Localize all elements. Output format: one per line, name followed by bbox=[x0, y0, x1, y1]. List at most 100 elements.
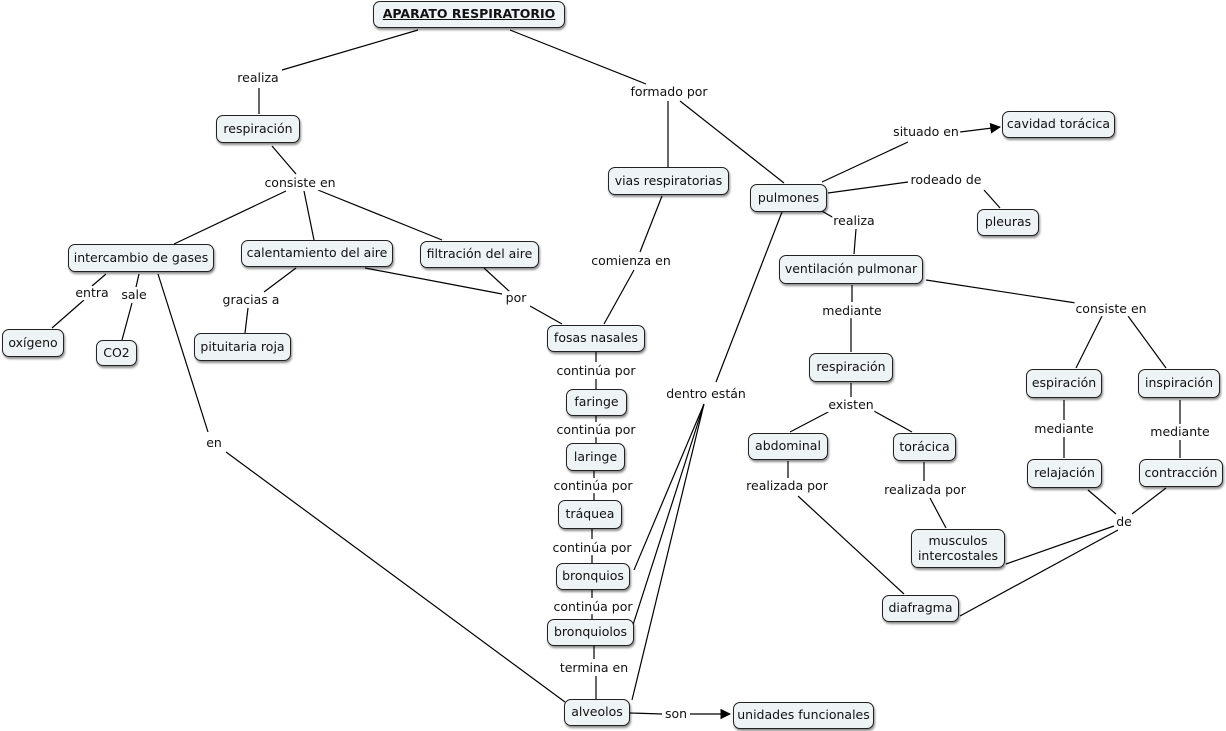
link-continua-por-1: continúa por bbox=[555, 363, 637, 379]
concept-espiracion[interactable]: espiración bbox=[1026, 369, 1102, 398]
concept-faringe[interactable]: faringe bbox=[566, 389, 627, 416]
edge-consiste2-espiracion bbox=[1075, 315, 1103, 369]
edge-consiste-calentamiento bbox=[303, 190, 315, 241]
concept-musculos-intercostales[interactable]: musculos intercostales bbox=[911, 529, 1005, 568]
link-por: por bbox=[504, 290, 528, 306]
edge-intercambio-entra bbox=[91, 273, 107, 287]
link-continua-por-2: continúa por bbox=[555, 422, 637, 438]
edge-existen-toracica bbox=[871, 409, 913, 433]
link-de: de bbox=[1115, 514, 1133, 530]
link-realiza: realiza bbox=[236, 70, 280, 86]
concept-abdominal[interactable]: abdominal bbox=[748, 433, 828, 460]
link-rodeado-de: rodeado de bbox=[909, 172, 983, 188]
link-realizada-por-2: realizada por bbox=[883, 482, 967, 498]
edge-alveolos-son bbox=[629, 712, 663, 715]
edge-intercambio-en bbox=[157, 273, 209, 433]
link-mediante-3: mediante bbox=[1149, 424, 1211, 440]
concept-bronquios[interactable]: bronquios bbox=[556, 563, 630, 590]
edge-contraccion-de bbox=[1131, 487, 1167, 515]
edge-en-alveolos bbox=[225, 451, 566, 703]
edge-intercambio-sale bbox=[135, 273, 140, 288]
edge-rodeado-pleuras bbox=[983, 189, 1001, 209]
edge-comienza-fosas bbox=[603, 269, 635, 325]
link-dentro-estan: dentro están bbox=[665, 386, 747, 402]
link-mediante: mediante bbox=[821, 303, 883, 319]
edge-gracias-pituitaria bbox=[244, 307, 249, 334]
concept-diafragma[interactable]: diafragma bbox=[882, 595, 959, 622]
concept-pleuras[interactable]: pleuras bbox=[977, 209, 1039, 236]
edge-relajacion-de bbox=[1087, 489, 1117, 515]
concept-bronquiolos[interactable]: bronquiolos bbox=[547, 619, 634, 646]
edge-formado-pulmones bbox=[679, 100, 785, 184]
link-en: en bbox=[205, 435, 223, 451]
concept-title[interactable]: APARATO RESPIRATORIO bbox=[373, 1, 565, 28]
edge-situado-cavidad bbox=[959, 122, 1002, 134]
edge-respiracion-consiste bbox=[271, 145, 297, 175]
edge-de-musculos bbox=[1005, 525, 1115, 565]
link-continua-por-5: continúa por bbox=[552, 599, 634, 615]
concept-cavidad-toracica[interactable]: cavidad torácica bbox=[1002, 111, 1115, 138]
link-continua-por-4: continúa por bbox=[551, 540, 633, 556]
edge-realizada-diafragma bbox=[797, 495, 905, 595]
link-termina-en: termina en bbox=[558, 660, 630, 676]
link-entra: entra bbox=[74, 285, 110, 301]
concept-alveolos[interactable]: alveolos bbox=[564, 699, 630, 726]
link-son: son bbox=[663, 706, 689, 722]
concept-calentamiento-del-aire[interactable]: calentamiento del aire bbox=[241, 240, 393, 267]
edge-title-formado bbox=[509, 29, 647, 85]
concept-respiracion-tipo[interactable]: respiración bbox=[809, 353, 893, 382]
edge-pulmones-dentro bbox=[715, 211, 783, 383]
edge-ventilacion-consiste2 bbox=[925, 279, 1077, 304]
edge-filtracion-por bbox=[483, 267, 511, 293]
edge-realizada-musculos bbox=[929, 497, 947, 529]
concept-intercambio-de-gases[interactable]: intercambio de gases bbox=[68, 244, 214, 272]
concept-inspiracion[interactable]: inspiración bbox=[1138, 369, 1220, 398]
edge-calentamiento-gracias bbox=[263, 267, 297, 293]
edge-vias-comienza bbox=[639, 195, 663, 253]
edge-title-realiza bbox=[281, 29, 419, 71]
edge-por-fosas bbox=[529, 305, 563, 325]
concept-contraccion[interactable]: contracción bbox=[1139, 459, 1223, 487]
edge-entra-oxigeno bbox=[51, 299, 85, 329]
link-continua-por-3: continúa por bbox=[552, 478, 634, 494]
concept-respiracion[interactable]: respiración bbox=[216, 115, 300, 143]
edge-pulmones-situado bbox=[821, 141, 909, 183]
edge-realiza-ventilacion bbox=[853, 228, 857, 255]
concept-relajacion[interactable]: relajación bbox=[1027, 459, 1102, 488]
concept-fosas-nasales[interactable]: fosas nasales bbox=[547, 325, 645, 352]
edge-consiste2-inspiracion bbox=[1127, 315, 1167, 369]
edge-calentamiento-por bbox=[364, 267, 503, 295]
edge-existen-abdominal bbox=[789, 409, 833, 433]
concept-oxigeno[interactable]: oxígeno bbox=[2, 329, 64, 357]
edge-consiste-intercambio bbox=[173, 190, 287, 245]
link-sale: sale bbox=[120, 287, 148, 303]
concept-laringe[interactable]: laringe bbox=[566, 443, 625, 471]
edge-sale-co2 bbox=[121, 302, 133, 341]
edge-pulmones-rodeado bbox=[827, 181, 909, 194]
link-realiza-pulmones: realiza bbox=[832, 213, 876, 229]
concept-unidades-funcionales[interactable]: unidades funcionales bbox=[733, 702, 874, 729]
edge-dentro-bronquios bbox=[633, 403, 705, 571]
edge-dentro-bronquiolos bbox=[631, 403, 705, 629]
concept-ventilacion-pulmonar[interactable]: ventilación pulmonar bbox=[779, 255, 923, 284]
concept-vias-respiratorias[interactable]: vias respiratorias bbox=[608, 167, 729, 195]
concept-pituitaria-roja[interactable]: pituitaria roja bbox=[194, 333, 291, 361]
link-mediante-2: mediante bbox=[1033, 421, 1095, 437]
link-consiste-en: consiste en bbox=[263, 175, 337, 191]
edge-de-diafragma bbox=[959, 529, 1119, 617]
concept-pulmones[interactable]: pulmones bbox=[750, 184, 827, 212]
edge-dentro-alveolos bbox=[631, 403, 705, 701]
edge-consiste-filtracion bbox=[317, 189, 443, 241]
link-gracias-a: gracias a bbox=[221, 292, 281, 308]
link-consiste-en-2: consiste en bbox=[1074, 301, 1148, 317]
concept-toracica[interactable]: torácica bbox=[893, 433, 956, 461]
link-formado-por: formado por bbox=[629, 84, 709, 100]
concept-filtracion-del-aire[interactable]: filtración del aire bbox=[420, 241, 539, 268]
concept-traquea[interactable]: tráquea bbox=[558, 500, 622, 529]
link-comienza-en: comienza en bbox=[590, 253, 672, 269]
concept-co2[interactable]: CO2 bbox=[96, 340, 137, 366]
link-existen: existen bbox=[827, 397, 875, 413]
link-situado-en: situado en bbox=[892, 124, 960, 140]
link-realizada-por-1: realizada por bbox=[745, 478, 829, 494]
